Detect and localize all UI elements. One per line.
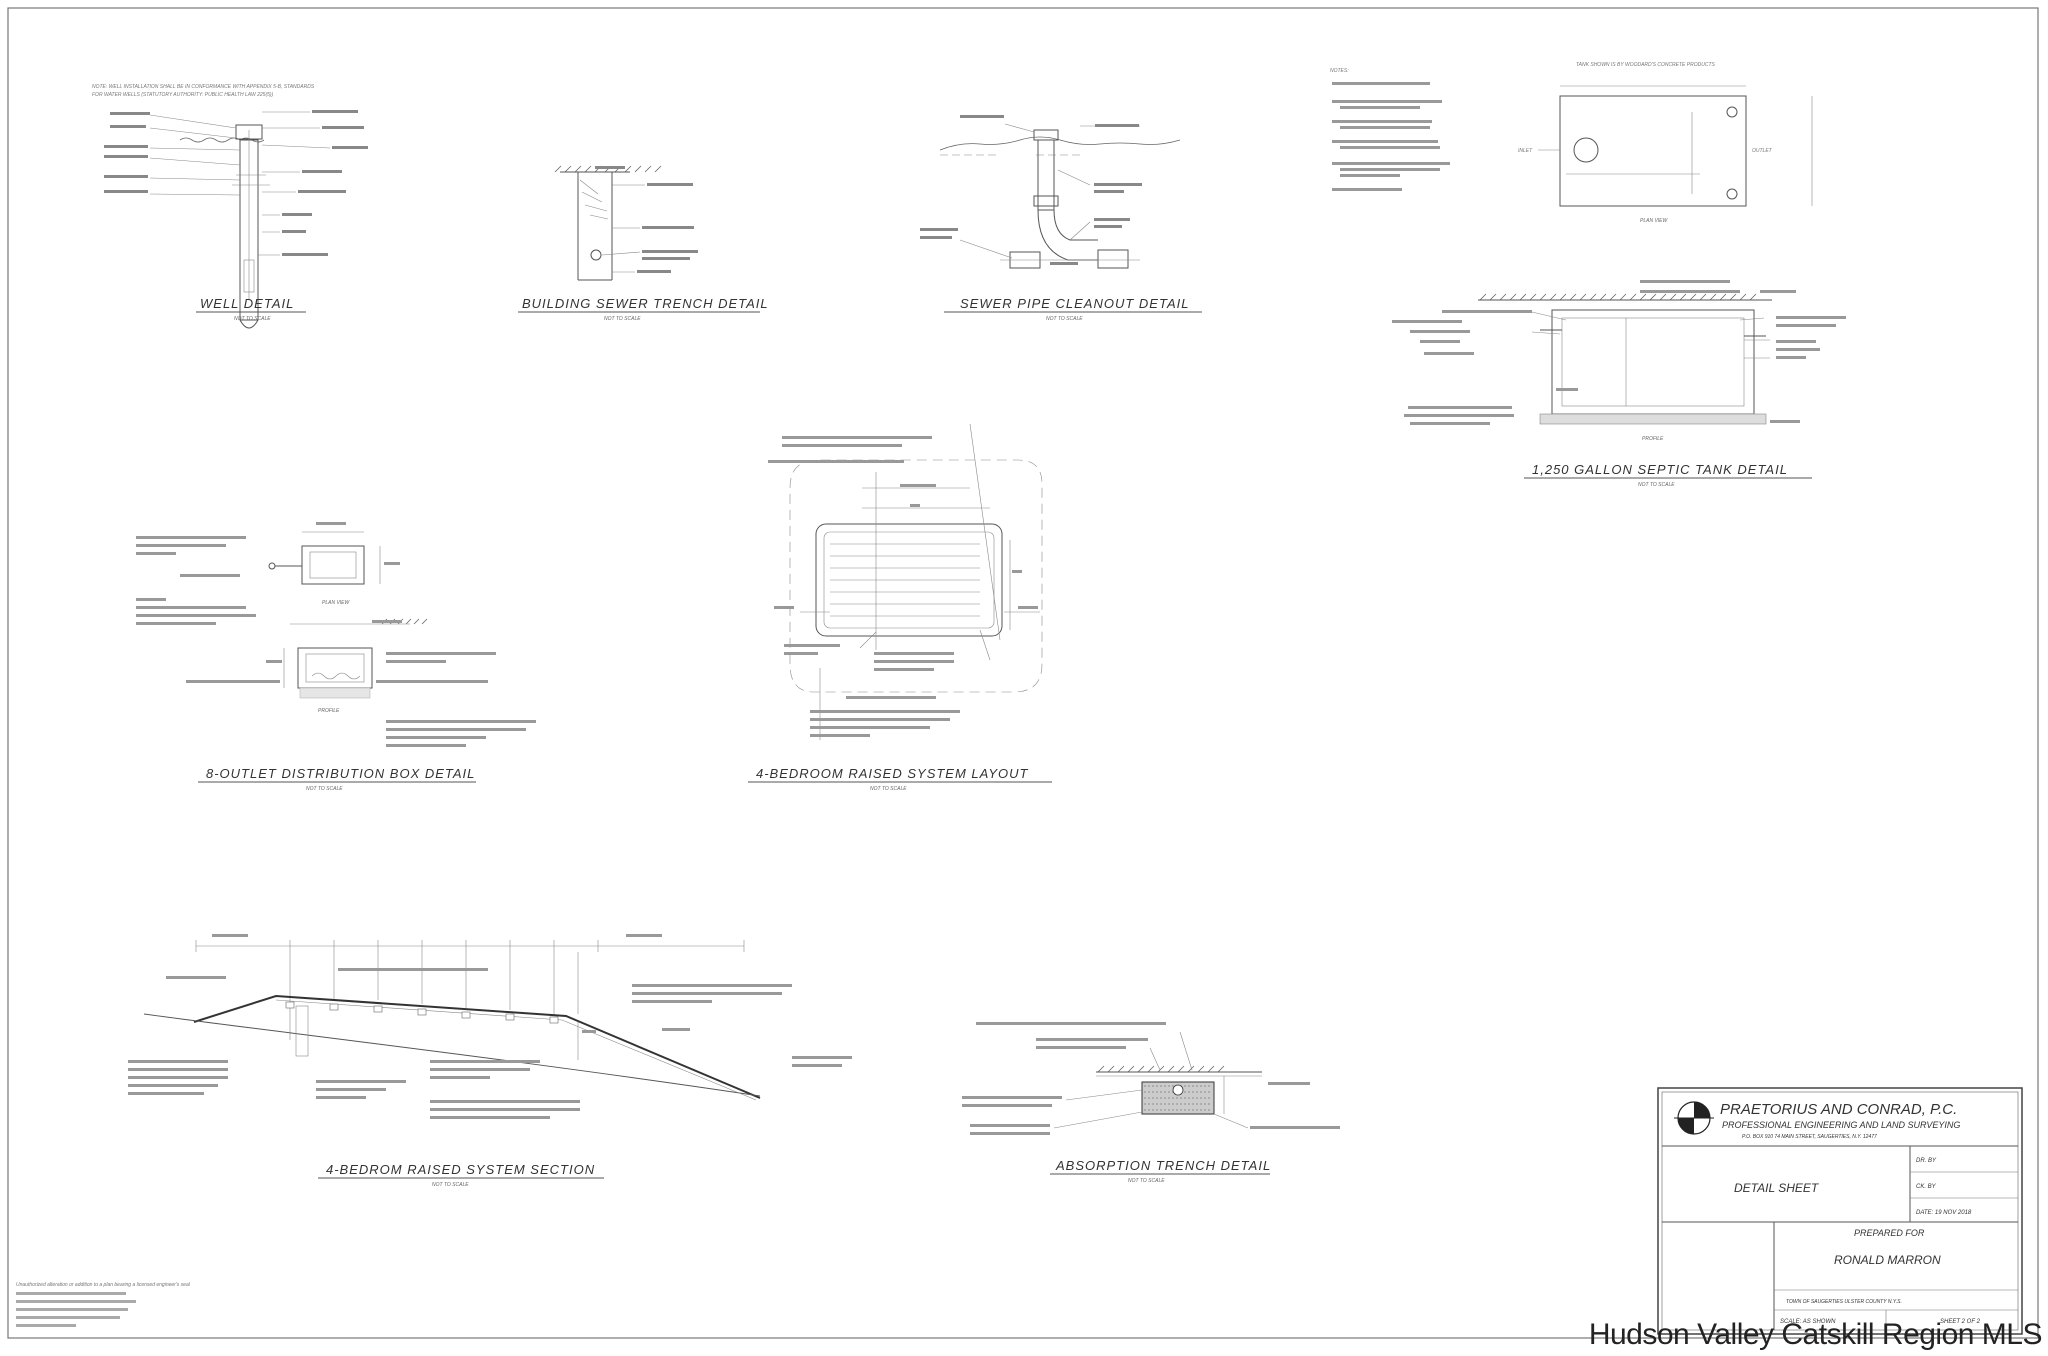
sheet-border — [7, 7, 2039, 1339]
septic-tank-scale: NOT TO SCALE — [1638, 482, 1675, 488]
firm-subtitle: PROFESSIONAL ENGINEERING AND LAND SURVEY… — [1722, 1120, 1960, 1130]
tank-plan-label: PLAN VIEW — [1640, 218, 1669, 224]
septic-tank-title: 1,250 GALLON SEPTIC TANK DETAIL — [1532, 462, 1788, 477]
sewer-trench-scale: NOT TO SCALE — [604, 316, 641, 322]
distribution-box-detail: PLAN VIEW PROFILE 8-OUTLET DISTRIBUTION … — [136, 522, 536, 792]
client-name: RONALD MARRON — [1834, 1253, 1941, 1267]
mls-watermark: Hudson Valley Catskill Region MLS — [1588, 1318, 2043, 1351]
septic-tank-detail: NOTES: TANK SHOWN IS BY WOODARD'S CONCRE… — [1330, 62, 1846, 488]
sheet-date: DATE: 19 NOV 2018 — [1916, 1210, 1972, 1216]
well-note-2: FOR WATER WELLS (STATUTORY AUTHORITY: PU… — [92, 92, 274, 98]
sheet-scale: SCALE: AS SHOWN — [1780, 1319, 1836, 1325]
cleanout-detail: SEWER PIPE CLEANOUT DETAIL NOT TO SCALE — [920, 115, 1202, 322]
absorption-trench-detail: ABSORPTION TRENCH DETAIL NOT TO SCALE — [962, 1022, 1340, 1184]
raised-layout-detail: 4-BEDROOM RAISED SYSTEM LAYOUT NOT TO SC… — [748, 423, 1052, 792]
dbox-profile-label: PROFILE — [318, 708, 340, 714]
firm-address: P.O. BOX 910 74 MAIN STREET, SAUGERTIES,… — [1742, 1134, 1877, 1140]
sheet-number: SHEET 2 OF 2 — [1940, 1319, 1981, 1325]
dbox-plan-label: PLAN VIEW — [322, 600, 351, 606]
project-location: TOWN OF SAUGERTIES ULSTER COUNTY N.Y.S. — [1786, 1299, 1902, 1305]
tank-plan — [1559, 95, 1747, 207]
drawn-by: DR. BY — [1916, 1158, 1937, 1164]
title-block: PRAETORIUS AND CONRAD, P.C. PROFESSIONAL… — [1657, 1087, 2023, 1335]
tank-notes-header: NOTES: — [1330, 68, 1349, 74]
raised-section-scale: NOT TO SCALE — [432, 1182, 469, 1188]
well-note: NOTE: WELL INSTALLATION SHALL BE IN CONF… — [92, 84, 315, 90]
checked-by: CK. BY — [1916, 1184, 1937, 1190]
well-detail: NOTE: WELL INSTALLATION SHALL BE IN CONF… — [92, 84, 368, 329]
tank-outlet-label: OUTLET — [1752, 148, 1773, 154]
raised-section-title: 4-BEDROM RAISED SYSTEM SECTION — [326, 1162, 595, 1177]
tank-profile-label: PROFILE — [1642, 436, 1664, 442]
well-detail-title: WELL DETAIL — [200, 296, 294, 311]
dist-box-title: 8-OUTLET DISTRIBUTION BOX DETAIL — [206, 766, 475, 781]
dist-box-scale: NOT TO SCALE — [306, 786, 343, 792]
tank-profile — [1551, 309, 1755, 415]
sewer-trench-title: BUILDING SEWER TRENCH DETAIL — [522, 296, 769, 311]
footer-note-text: Unauthorized alteration or addition to a… — [16, 1282, 191, 1288]
absorption-scale: NOT TO SCALE — [1128, 1178, 1165, 1184]
cleanout-scale: NOT TO SCALE — [1046, 316, 1083, 322]
firm-name: PRAETORIUS AND CONRAD, P.C. — [1720, 1101, 1957, 1118]
sheet-title: DETAIL SHEET — [1734, 1181, 1820, 1195]
raised-layout-title: 4-BEDROOM RAISED SYSTEM LAYOUT — [756, 766, 1029, 781]
well-detail-scale: NOT TO SCALE — [234, 316, 271, 322]
tank-inlet-label: INLET — [1518, 148, 1533, 154]
absorption-title: ABSORPTION TRENCH DETAIL — [1055, 1158, 1271, 1173]
prepared-for-label: PREPARED FOR — [1854, 1228, 1925, 1238]
raised-layout-scale: NOT TO SCALE — [870, 786, 907, 792]
tank-note: TANK SHOWN IS BY WOODARD'S CONCRETE PROD… — [1576, 62, 1716, 68]
firm-logo — [1674, 1101, 1714, 1135]
sewer-trench-detail: BUILDING SEWER TRENCH DETAIL NOT TO SCAL… — [518, 165, 769, 322]
footer-note: Unauthorized alteration or addition to a… — [16, 1282, 191, 1327]
cleanout-title: SEWER PIPE CLEANOUT DETAIL — [960, 296, 1189, 311]
raised-section-detail: 4-BEDROM RAISED SYSTEM SECTION NOT TO SC… — [128, 934, 852, 1188]
